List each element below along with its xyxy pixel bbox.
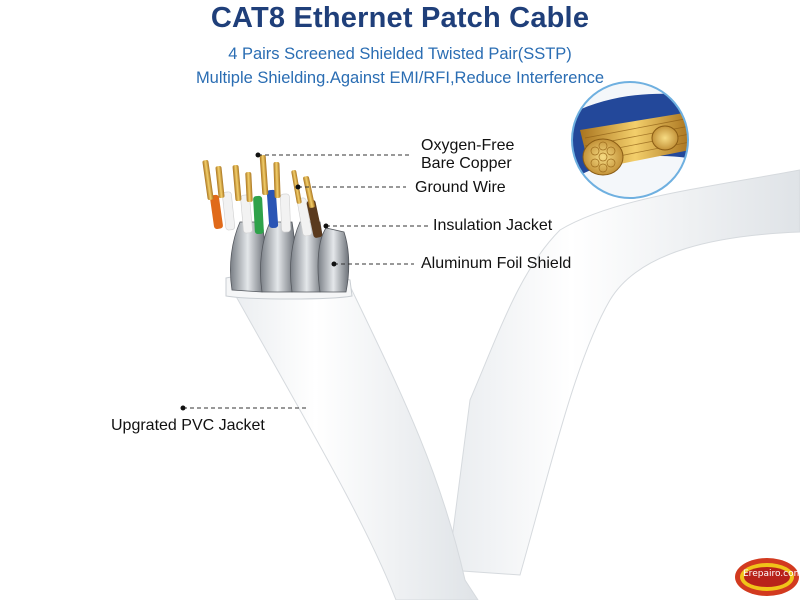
cable-jacket-front [225, 274, 479, 600]
copper-strand-inset [571, 81, 689, 199]
watermark-text: Erepairo.com [743, 569, 800, 579]
subtitle-line-1: 4 Pairs Screened Shielded Twisted Pair(S… [228, 45, 572, 63]
page-title: CAT8 Ethernet Patch Cable [210, 2, 590, 34]
aluminum-foil-shields [230, 221, 350, 293]
callout-dots [180, 152, 337, 411]
insulated-wires [210, 189, 323, 238]
label-oxygen-free: Oxygen-Free [421, 137, 515, 154]
cable-jacket-back [447, 169, 800, 576]
label-insulation-jacket: Insulation Jacket [433, 217, 553, 234]
watermark-logo [735, 558, 799, 596]
callout-leaders [183, 154, 428, 409]
subtitle-line-2: Multiple Shielding.Against EMI/RFI,Reduc… [195, 69, 605, 87]
label-bare-copper: Bare Copper [421, 155, 512, 172]
label-pvc-jacket: Upgrated PVC Jacket [111, 417, 265, 434]
label-ground-wire: Ground Wire [415, 179, 506, 196]
label-aluminum-foil-shield: Aluminum Foil Shield [421, 255, 572, 272]
